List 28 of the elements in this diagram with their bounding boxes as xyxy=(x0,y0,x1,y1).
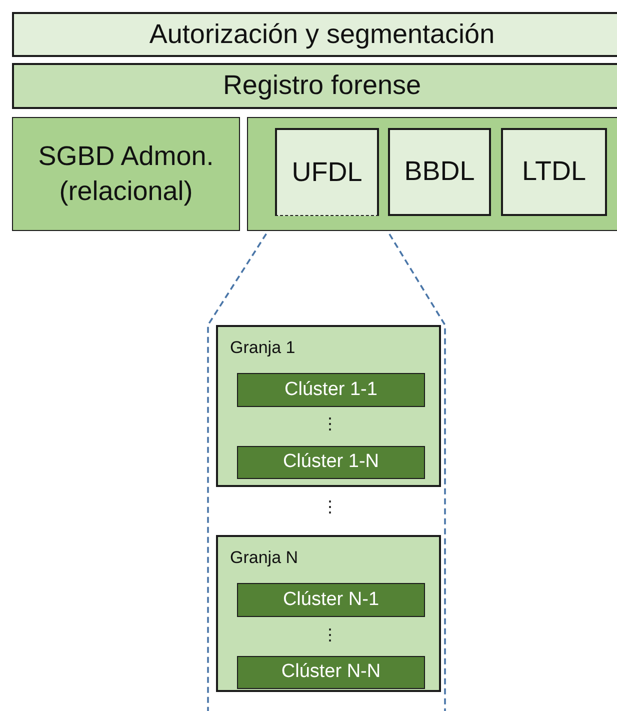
module-box xyxy=(501,128,607,216)
farm-box xyxy=(216,535,441,692)
cluster-bar xyxy=(237,373,425,407)
farm-box xyxy=(216,325,441,487)
farm-title: Granja N xyxy=(230,547,298,569)
module-label: SGBD Admon. (relacional) xyxy=(37,140,215,208)
cluster-bar xyxy=(237,656,425,689)
module-box xyxy=(388,128,491,216)
module-label: BBDL xyxy=(404,155,475,188)
cluster-label: Clúster 1-1 xyxy=(284,378,378,402)
container-box xyxy=(247,117,617,231)
module-box xyxy=(275,128,379,216)
cluster-label: Clúster 1-N xyxy=(282,450,380,474)
module-label: LTDL xyxy=(522,155,586,188)
cluster-label: Clúster N-N xyxy=(281,660,381,684)
layer-bar xyxy=(12,63,617,109)
layer-title: Autorización y segmentación xyxy=(149,18,495,51)
layer-title: Registro forense xyxy=(222,69,422,102)
cluster-bar xyxy=(237,446,425,479)
ellipsis-mark: ⋮ xyxy=(322,499,338,517)
ellipsis-mark: ⋮ xyxy=(322,416,338,434)
module-label: UFDL xyxy=(292,156,362,189)
ellipsis-mark: ⋮ xyxy=(322,627,338,645)
farm-title: Granja 1 xyxy=(230,337,296,359)
cluster-bar xyxy=(237,583,425,617)
cluster-label: Clúster N-1 xyxy=(282,588,380,612)
layer-bar xyxy=(12,12,617,57)
module-box xyxy=(12,117,240,231)
